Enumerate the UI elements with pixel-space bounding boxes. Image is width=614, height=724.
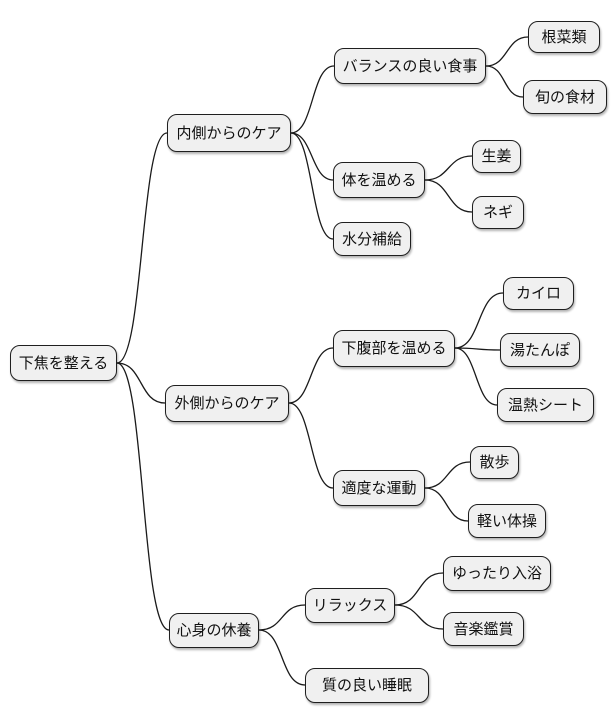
edge-inner-warm-body	[290, 132, 334, 181]
edge-exercise-light-exercise	[424, 487, 469, 522]
node-balanced-diet: バランスの良い食事	[334, 48, 486, 84]
node-outer-care: 外側からのケア	[165, 385, 289, 422]
node-green-onion: ネギ	[472, 196, 524, 229]
edge-balanced-seasonal-foods	[485, 65, 524, 98]
node-quality-sleep: 質の良い睡眠	[305, 668, 429, 703]
node-root: 下焦を整える	[10, 345, 117, 381]
edge-root-outer-care	[116, 362, 166, 404]
node-hydration: 水分補給	[333, 222, 411, 256]
node-hot-water-bottle: 湯たんぽ	[500, 333, 580, 367]
node-heat-sheet: 温熱シート	[497, 388, 594, 422]
edge-warmbody-green-onion	[424, 179, 473, 213]
node-warm-abdomen: 下腹部を温める	[333, 330, 455, 367]
edge-root-inner-care	[116, 132, 168, 364]
edge-outer-moderate-exercise	[288, 402, 334, 489]
node-warm-body: 体を温める	[333, 162, 425, 198]
node-kairo: カイロ	[503, 277, 574, 310]
edge-inner-hydration	[290, 132, 334, 240]
edge-abdomen-kairo	[454, 292, 504, 349]
edge-abdomen-hot-water-bottle	[454, 347, 501, 351]
edge-balanced-root-vegetables	[485, 36, 529, 67]
edge-rest-quality-sleep	[258, 629, 306, 686]
edge-rest-relax	[258, 604, 306, 631]
node-ginger: 生姜	[472, 140, 521, 173]
node-leisurely-bath: ゆったり入浴	[443, 556, 551, 591]
edge-abdomen-heat-sheet	[454, 347, 498, 406]
node-root-vegetables: 根菜類	[528, 21, 600, 53]
node-music-appreciation: 音楽鑑賞	[443, 612, 524, 646]
edge-relax-bath	[394, 572, 444, 606]
node-walking: 散歩	[470, 446, 519, 479]
node-moderate-exercise: 適度な運動	[333, 470, 425, 506]
edge-outer-warm-abdomen	[288, 347, 334, 404]
node-light-exercise: 軽い体操	[468, 504, 546, 538]
node-rest: 心身の休養	[169, 613, 259, 648]
edge-inner-balanced-diet	[290, 65, 335, 134]
node-inner-care: 内側からのケア	[167, 114, 291, 152]
edge-root-rest	[116, 362, 170, 631]
node-relax: リラックス	[305, 588, 395, 623]
edge-warmbody-ginger	[424, 155, 473, 181]
edge-relax-music	[394, 604, 444, 630]
edge-exercise-walking	[424, 461, 471, 489]
node-seasonal-foods: 旬の食材	[523, 80, 607, 114]
